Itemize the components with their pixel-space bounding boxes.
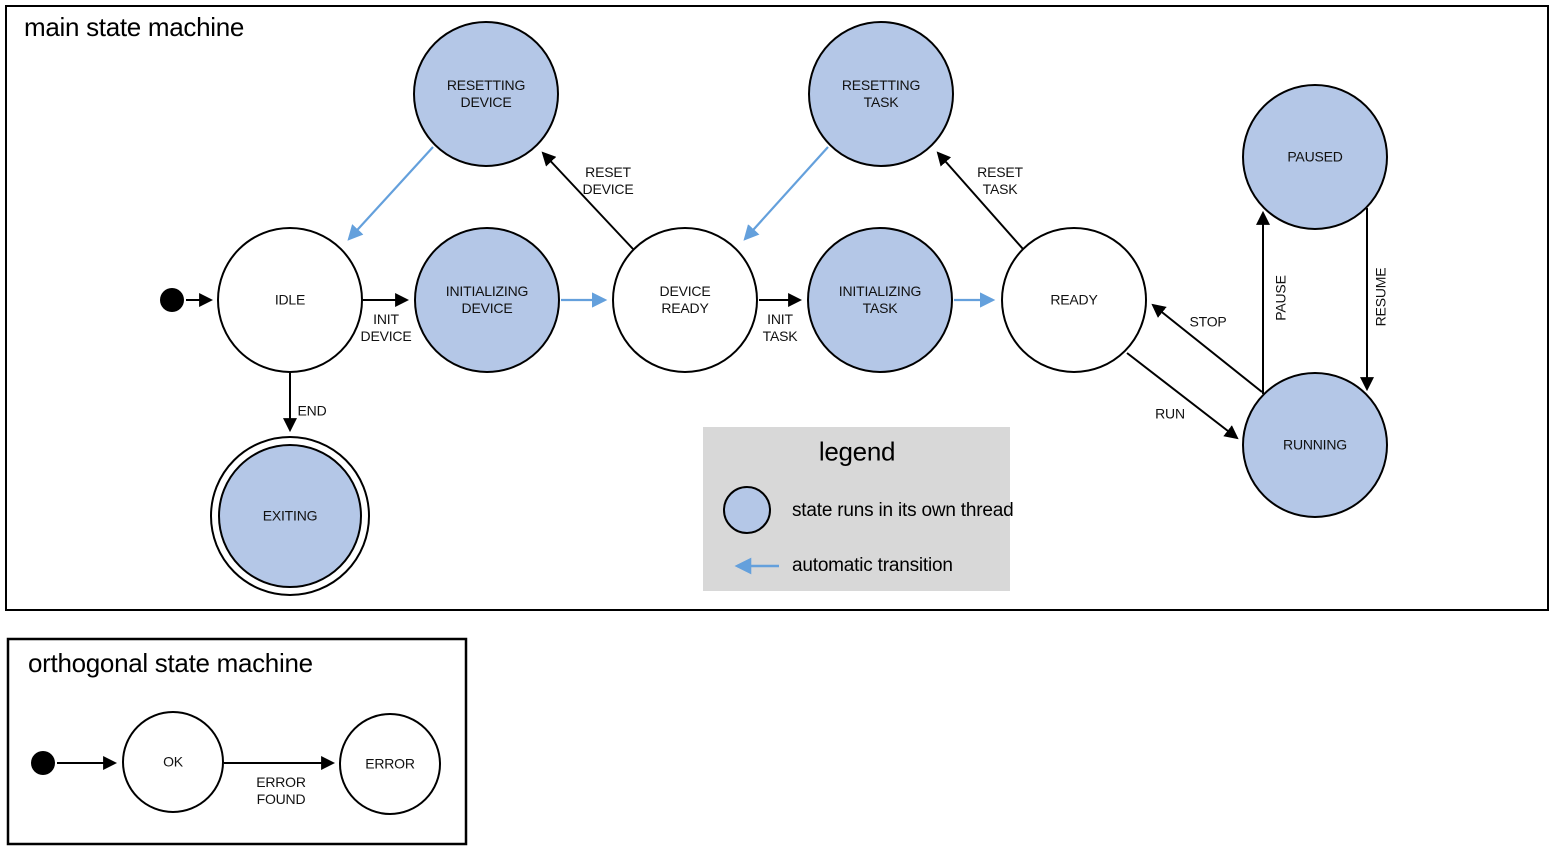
- state-circle-error: [339, 713, 441, 815]
- legend-thread-label: state runs in its own thread: [792, 500, 1014, 521]
- state-label-device-ready: DEVICE READY: [659, 283, 711, 316]
- auto-transition-resetting-task-to-device-ready: [743, 146, 829, 241]
- transition-label-run: RUN: [1155, 405, 1185, 422]
- legend-title: legend: [818, 436, 896, 467]
- state-circle-resetting-device: [413, 21, 559, 167]
- state-circle-initializing-device: [414, 227, 560, 373]
- state-label-resetting-task: RESETTING TASK: [841, 77, 921, 110]
- transition-label-resume: RESUME: [1372, 267, 1389, 327]
- auto-transition-resetting-device-to-idle: [347, 146, 434, 241]
- state-circle-idle: [217, 227, 363, 373]
- state-label-paused: PAUSED: [1287, 148, 1343, 165]
- legend-auto-transition-label: automatic transition: [792, 555, 953, 576]
- main-machine-title: main state machine: [24, 12, 245, 42]
- orthogonal-initial-state-marker: [31, 751, 55, 775]
- state-circle-ok: [122, 711, 224, 813]
- state-circle-ready: [1001, 227, 1147, 373]
- state-label-initializing-device: INITIALIZING DEVICE: [445, 283, 529, 316]
- state-circle-running: [1242, 372, 1388, 518]
- state-label-resetting-device: RESETTING DEVICE: [446, 77, 526, 110]
- state-label-initializing-task: INITIALIZING TASK: [838, 283, 922, 316]
- initial-state-marker: [160, 288, 184, 312]
- transition-stop: [1151, 303, 1263, 393]
- transition-label-stop: STOP: [1189, 313, 1227, 330]
- state-circle-paused: [1242, 84, 1388, 230]
- state-label-idle: IDLE: [274, 291, 306, 308]
- transition-label-init-device: INIT DEVICE: [360, 311, 412, 344]
- transition-run: [1126, 352, 1239, 440]
- transition-reset-task: [936, 151, 1024, 250]
- transition-label-error-found: ERROR FOUND: [256, 774, 306, 807]
- state-circle-initializing-task: [807, 227, 953, 373]
- transition-label-init-task: INIT TASK: [762, 311, 798, 344]
- main-machine-frame: [5, 5, 1549, 611]
- transition-label-pause: PAUSE: [1272, 275, 1289, 321]
- state-circle-device-ready: [612, 227, 758, 373]
- orthogonal-machine-frame: [6, 637, 468, 846]
- transition-label-end: END: [297, 402, 327, 419]
- orthogonal-machine-title: orthogonal state machine: [28, 648, 313, 678]
- transition-label-reset-task: RESET TASK: [977, 164, 1023, 197]
- transition-reset-device: [541, 151, 634, 250]
- state-label-error: ERROR: [365, 755, 415, 772]
- legend-thread-state-sample: [723, 486, 771, 534]
- state-label-ok: OK: [163, 753, 183, 770]
- state-circle-exiting: [218, 444, 362, 588]
- state-label-exiting: EXITING: [262, 507, 318, 524]
- transition-label-reset-device: RESET DEVICE: [582, 164, 634, 197]
- state-label-ready: READY: [1050, 291, 1098, 308]
- state-circle-resetting-task: [808, 21, 954, 167]
- state-label-running: RUNNING: [1283, 436, 1347, 453]
